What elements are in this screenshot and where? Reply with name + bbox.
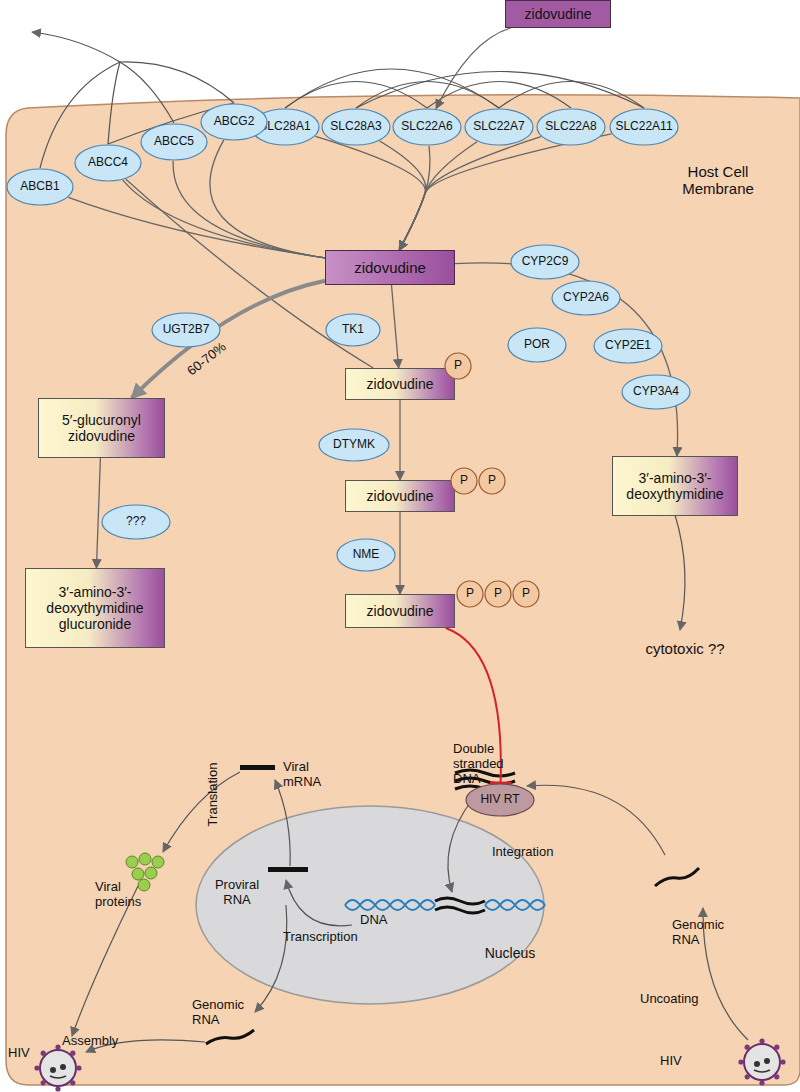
annotation-label: Proviral RNA [206,878,268,908]
metabolite-box: 3′-amino-3′-deoxythymidine [612,456,738,516]
node-text: Host Cell Membrane [668,163,768,198]
node-text: zidovudine [363,488,438,504]
phosphate-circle: P [478,467,506,495]
node-text: P [462,587,478,601]
node-text: zidovudine [363,376,438,392]
node-text: 3′-amino-3′-deoxythymidine [613,470,737,502]
node-text: SLC22A7 [469,120,528,134]
node-text: SLC22A6 [397,120,456,134]
enzyme: CYP2A6 [551,280,621,316]
metabolite-box: zidovudine [345,480,455,512]
node-text: Nucleus [475,945,545,961]
transporter: SLC22A8 [536,108,606,146]
drug-box: zidovudine [325,250,455,285]
annotation-label: Translation [206,754,221,834]
node-text: P [484,474,500,488]
enzyme: UGT2B7 [151,312,221,348]
enzyme: HIV RT [465,783,535,817]
enzyme: POR [507,327,567,363]
annotation-label: Assembly [62,1034,142,1049]
node-text: 5′-glucuronyl zidovudine [39,412,164,444]
node-text: NME [349,548,384,562]
phosphate-circle: P [456,580,484,608]
transporter: SLC22A6 [392,108,462,146]
node-text: ABCB1 [16,180,63,194]
enzyme: NME [336,538,396,572]
transporter: ABCC5 [140,123,208,161]
node-text: CYP3A4 [629,385,683,399]
transporter: SLC22A11 [609,108,679,146]
node-text: CYP2E1 [601,339,655,353]
node-text: P [450,359,466,373]
annotation-label: Genomic RNA [672,918,734,948]
node-text: SLC28A3 [326,120,385,134]
annotation-label: Viral proteins [95,880,153,910]
annotation-label: Viral mRNA [283,760,335,790]
node-text: SLC22A11 [611,120,676,134]
node-text: zidovudine [521,6,596,22]
node-text: ABCC4 [84,156,132,170]
drug-box: zidovudine [505,0,611,28]
node-text: HIV RT [476,793,523,807]
annotation-label: cytotoxic ?? [630,640,740,657]
node-text: SLC22A8 [541,120,600,134]
enzyme: TK1 [325,313,381,347]
node-text: P [490,587,506,601]
transporter: ABCB1 [6,168,74,206]
node-text: ??? [122,515,150,529]
annotation-label: HIV [660,1054,700,1069]
enzyme: DTYMK [318,428,390,462]
enzyme: CYP2C9 [510,244,580,280]
annotation-label: Uncoating [640,992,720,1007]
node-text: P [456,474,472,488]
phosphate-circle: P [450,467,478,495]
annotation-label: HIV [8,1046,44,1061]
annotation-label: Integration [492,845,572,860]
node-text: P [518,587,534,601]
node-text: TK1 [338,323,368,337]
node-text: 3′-amino-3′-deoxythymidine glucuronide [26,584,164,632]
metabolite-box: 5′-glucuronyl zidovudine [38,398,165,458]
annotation-label: DNA [360,913,400,928]
node-text: ABCC5 [150,135,198,149]
node-text: CYP2A6 [559,291,613,305]
node-text: CYP2C9 [518,255,573,269]
node-text: POR [520,338,554,352]
transporter: ABCC4 [74,144,142,182]
metabolite-box: 3′-amino-3′-deoxythymidine glucuronide [25,568,165,648]
annotation-label: Double stranded DNA [453,742,515,787]
phosphate-circle: P [512,580,540,608]
transporter: ABCG2 [200,103,268,141]
metabolite-box: zidovudine [345,368,455,400]
node-text: UGT2B7 [159,323,214,337]
transporter: SLC22A7 [464,108,534,146]
annotation-label: Transcription [283,930,383,945]
node-text: ABCG2 [210,115,259,129]
phosphate-circle: P [444,352,472,380]
node-text: zidovudine [363,603,438,619]
enzyme: CYP2E1 [593,328,663,364]
annotation-label: Genomic RNA [192,998,254,1028]
node-text: zidovudine [350,259,430,276]
transporter: SLC28A3 [321,108,391,146]
node-text: DTYMK [329,438,379,452]
enzyme: ??? [101,504,171,540]
phosphate-circle: P [484,580,512,608]
enzyme: CYP3A4 [621,374,691,410]
metabolite-box: zidovudine [345,594,455,628]
